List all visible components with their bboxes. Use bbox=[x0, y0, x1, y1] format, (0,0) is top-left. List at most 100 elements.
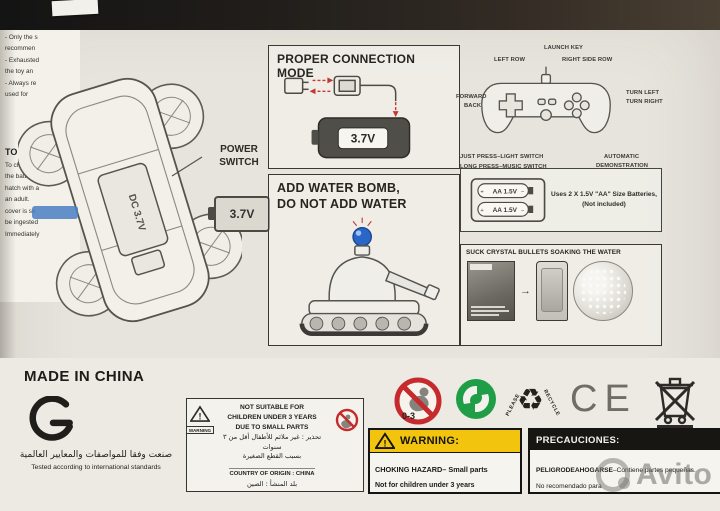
precauciones-bold: PELIGRODEAHOGARSE bbox=[536, 467, 613, 474]
remote-control-diagram: LAUNCH KEY LEFT ROW RIGHT SIDE ROW FORWA… bbox=[456, 44, 664, 176]
choking-hazard-bold: CHOKING HAZARD bbox=[375, 465, 443, 474]
precauciones-rest: –Contiene partes pequeñas. bbox=[612, 467, 696, 474]
water-bomb-title-line2: DO NOT ADD WATER bbox=[277, 196, 407, 211]
connection-diagram: 3.7V bbox=[284, 75, 411, 159]
power-switch-label-line2: SWITCH bbox=[219, 156, 259, 168]
caption-bar bbox=[471, 314, 499, 316]
certification-arabic-text: صنعت وفقا للمواصفات والمعايير العالمية bbox=[19, 450, 173, 460]
remote-control-illustration bbox=[481, 66, 611, 134]
battery-cell-1-label: AA 1.5V bbox=[493, 189, 518, 196]
country-of-origin: COUNTRY OF ORIGIN : CHINA bbox=[229, 468, 315, 477]
crystal-panel-title: SUCK CRYSTAL BULLETS SOAKING THE WATER bbox=[466, 249, 621, 256]
not-suitable-line1: NOT SUITABLE FOR bbox=[240, 404, 304, 411]
green-dot-recycle-icon bbox=[456, 379, 496, 419]
battery-note: Uses 2 X 1.5V "AA" Size Batteries, (Not … bbox=[547, 190, 661, 211]
soaking-photo-cylinder bbox=[536, 261, 568, 321]
replace-line: hatch with a bbox=[5, 184, 40, 192]
water-bomb-title-line1: ADD WATER BOMB, bbox=[277, 181, 400, 195]
weee-bin-icon bbox=[654, 377, 696, 429]
exclamation-icon: ! bbox=[383, 438, 386, 448]
certification-logo bbox=[29, 396, 73, 441]
minus-icon: − bbox=[521, 208, 525, 214]
exclamation-icon: ! bbox=[198, 411, 201, 421]
warning-box-text: NOT SUITABLE FOR CHILDREN UNDER 3 YEARS … bbox=[213, 399, 331, 491]
avito-watermark-text: Avito bbox=[636, 458, 713, 491]
avito-logo-icon bbox=[596, 458, 630, 492]
plus-icon: + bbox=[480, 208, 484, 214]
not-suitable-arabic1: تحذير : غير ملائم للأطفال أقل من ٣ سنوات bbox=[222, 432, 322, 451]
choking-hazard-line2: Not for children under 3 years bbox=[375, 481, 475, 489]
battery-info-box: AA 1.5V AA 1.5V + + − − Uses 2 X 1.5V "A… bbox=[460, 168, 662, 232]
connection-battery-label: 3.7V bbox=[351, 132, 375, 146]
choking-warning-label: WARNING: bbox=[400, 435, 460, 447]
remote-label-music-switch: LONG PRESS–MUSIC SWITCH bbox=[460, 164, 547, 170]
soaking-photo-before bbox=[467, 261, 515, 321]
not-suitable-arabic2: بسبب القطع الصغيرة bbox=[242, 452, 302, 461]
plus-icon: + bbox=[480, 190, 484, 196]
made-in-china-label: MADE IN CHINA bbox=[24, 368, 145, 385]
arrow-right-icon: → bbox=[520, 285, 531, 297]
attention-line: - Exhausted bbox=[5, 56, 40, 64]
caption-bar bbox=[471, 306, 505, 308]
power-switch-label-line1: POWER bbox=[220, 144, 258, 155]
not-suitable-line2: CHILDREN UNDER 3 YEARS bbox=[227, 413, 317, 421]
replace-line: an adult. bbox=[5, 196, 30, 204]
remote-label-forward: FORWARD bbox=[456, 94, 487, 100]
replace-line: Immediately bbox=[5, 230, 40, 238]
tank-turret-illustration bbox=[299, 217, 440, 336]
remote-label-left-row: LEFT ROW bbox=[494, 57, 526, 63]
precauciones-line2: No recomendado para bbox=[536, 483, 602, 491]
no-children-icon bbox=[335, 408, 359, 432]
remote-label-auto-demo-line2: DEMONSTRATION bbox=[596, 163, 649, 169]
warning-word: WARNING bbox=[186, 426, 214, 434]
box-top-shadow bbox=[0, 0, 720, 30]
remote-label-auto-demo-line1: AUTOMATIC bbox=[604, 154, 640, 160]
replace-line: the battery bbox=[5, 173, 36, 181]
attention-line: - Always re bbox=[5, 79, 37, 87]
battery-compartment-illustration: AA 1.5V AA 1.5V + + − − bbox=[470, 178, 546, 222]
please-recycle-symbol: PLEASE ♻ RECYCLE bbox=[504, 374, 562, 434]
age-range-label: 0-3 bbox=[402, 411, 415, 421]
warning-box-right-column bbox=[331, 399, 363, 491]
recycle-label: RECYCLE bbox=[542, 388, 561, 418]
ce-mark: CE bbox=[570, 378, 637, 420]
avito-watermark: Avito bbox=[596, 458, 712, 492]
rc-car-illustration: DC 3.7V bbox=[18, 77, 242, 323]
recycle-triangle-icon: ♻ bbox=[517, 383, 544, 418]
box-edge-label bbox=[51, 0, 99, 17]
precauciones-header: PRECAUCIONES: bbox=[530, 430, 720, 450]
remote-label-back: BACK bbox=[464, 103, 482, 109]
remote-label-turn-right: TURN RIGHT bbox=[626, 99, 663, 105]
warning-triangle-icon: ! bbox=[190, 405, 210, 422]
choking-hazard-rest: – Small parts bbox=[442, 465, 488, 474]
attention-line: used for bbox=[5, 91, 29, 99]
crystal-bullets-bowl-photo bbox=[573, 261, 633, 321]
remote-label-turn-left: TURN LEFT bbox=[626, 90, 660, 96]
attention-line: - Only the s bbox=[5, 33, 38, 41]
warning-box-left-column: ! WARNING bbox=[186, 399, 214, 491]
water-bomb-ball bbox=[352, 226, 372, 247]
choking-hazard-panel: ! WARNING: CHOKING HAZARD– Small parts N… bbox=[368, 428, 522, 494]
battery-note-line2: (Not included) bbox=[582, 201, 626, 208]
warning-triangle-icon: ! bbox=[375, 432, 395, 449]
choking-hazard-body: CHOKING HAZARD– Small parts Not for chil… bbox=[370, 453, 520, 495]
caption-bar bbox=[471, 310, 509, 312]
precauciones-body: PELIGRODEAHOGARSE–Contiene partes pequeñ… bbox=[530, 450, 720, 496]
remote-label-right-side-row: RIGHT SIDE ROW bbox=[562, 57, 613, 63]
attention-line: the toy an bbox=[5, 68, 34, 76]
remote-label-launch-key: LAUNCH KEY bbox=[544, 45, 584, 51]
remote-label-light-switch: JUST PRESS–LIGHT SWITCH bbox=[460, 154, 544, 160]
age-restriction-0-3-icon: 0-3 bbox=[394, 377, 442, 425]
battery-3v7-label: 3.7V bbox=[229, 207, 255, 221]
connection-mode-panel: PROPER CONNECTION MODE bbox=[268, 45, 460, 169]
crystal-panel-photos: → bbox=[461, 256, 661, 321]
photo-caption-tag bbox=[470, 264, 492, 270]
replace-line: be ingested bbox=[5, 219, 39, 227]
battery-3v7-icon: 3.7V bbox=[208, 196, 270, 232]
battery-note-line1: Uses 2 X 1.5V "AA" Size Batteries, bbox=[551, 190, 657, 198]
photo-fragment-blue bbox=[32, 206, 78, 219]
power-switch-pointer-line bbox=[171, 156, 203, 177]
crystal-bullets-panel: SUCK CRYSTAL BULLETS SOAKING THE WATER → bbox=[460, 244, 662, 346]
choking-hazard-header: ! WARNING: bbox=[370, 430, 520, 453]
